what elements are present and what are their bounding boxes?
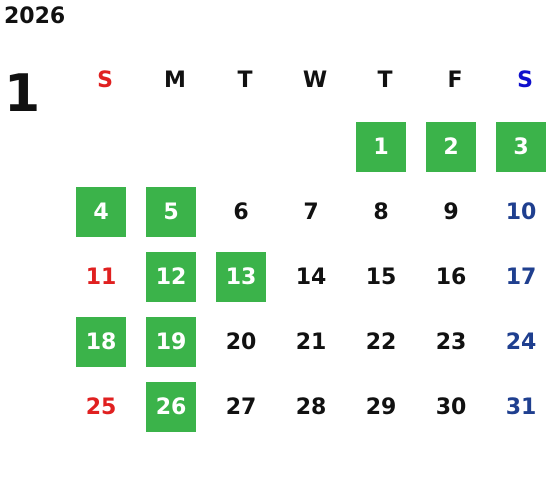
- weekday-thursday: T: [377, 68, 393, 93]
- date-cell-15[interactable]: 15: [365, 264, 397, 290]
- date-cell-23[interactable]: 23: [435, 329, 467, 355]
- date-cell-12[interactable]: 12: [146, 252, 196, 302]
- date-cell-30[interactable]: 30: [435, 394, 467, 420]
- date-cell-1[interactable]: 1: [356, 122, 406, 172]
- date-cell-7[interactable]: 7: [303, 199, 319, 225]
- weekday-friday: F: [447, 68, 463, 93]
- date-cell-17[interactable]: 17: [505, 264, 537, 290]
- year-label: 2026: [4, 4, 66, 29]
- weekday-tuesday: T: [237, 68, 253, 93]
- date-cell-20[interactable]: 20: [225, 329, 257, 355]
- month-number: 1: [4, 64, 41, 124]
- date-cell-14[interactable]: 14: [295, 264, 327, 290]
- date-cell-27[interactable]: 27: [225, 394, 257, 420]
- date-cell-10[interactable]: 10: [505, 199, 537, 225]
- date-cell-21[interactable]: 21: [295, 329, 327, 355]
- date-cell-9[interactable]: 9: [443, 199, 459, 225]
- date-cell-26[interactable]: 26: [146, 382, 196, 432]
- weekday-wednesday: W: [302, 68, 328, 93]
- date-cell-13[interactable]: 13: [216, 252, 266, 302]
- date-cell-16[interactable]: 16: [435, 264, 467, 290]
- date-cell-18[interactable]: 18: [76, 317, 126, 367]
- weekday-header-row: S M T W T F S: [70, 66, 548, 96]
- date-cell-19[interactable]: 19: [146, 317, 196, 367]
- date-cell-31[interactable]: 31: [505, 394, 537, 420]
- date-cell-24[interactable]: 24: [505, 329, 537, 355]
- date-cell-5[interactable]: 5: [146, 187, 196, 237]
- date-cell-8[interactable]: 8: [373, 199, 389, 225]
- date-cell-29[interactable]: 29: [365, 394, 397, 420]
- weekday-monday: M: [164, 68, 186, 93]
- date-cell-11[interactable]: 11: [85, 264, 117, 290]
- date-cell-3[interactable]: 3: [496, 122, 546, 172]
- weekday-sunday: S: [97, 68, 113, 93]
- date-cell-4[interactable]: 4: [76, 187, 126, 237]
- weekday-saturday: S: [517, 68, 533, 93]
- date-cell-2[interactable]: 2: [426, 122, 476, 172]
- date-cell-28[interactable]: 28: [295, 394, 327, 420]
- date-cell-22[interactable]: 22: [365, 329, 397, 355]
- date-cell-6[interactable]: 6: [233, 199, 249, 225]
- date-cell-25[interactable]: 25: [85, 394, 117, 420]
